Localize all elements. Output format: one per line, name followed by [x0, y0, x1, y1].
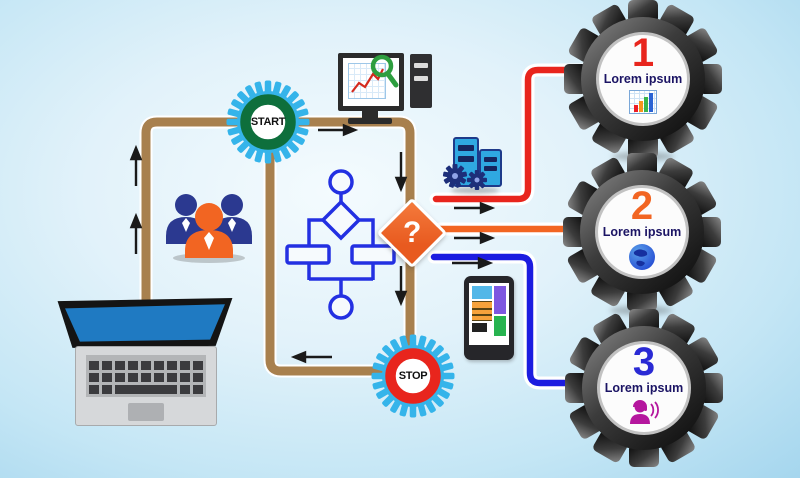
- laptop-keyboard: [86, 355, 206, 397]
- stop-label: STOP: [398, 370, 428, 382]
- start-label: START: [250, 116, 286, 128]
- step-number: 1: [631, 31, 655, 75]
- stop-badge: STOP: [370, 333, 456, 419]
- arrow-up-1: [129, 144, 143, 186]
- support-agent-icon: [630, 399, 659, 424]
- step-number: 2: [630, 184, 654, 228]
- laptop-spacebar-key: [118, 385, 174, 394]
- flowchart: [285, 169, 396, 320]
- step-label: Lorem ipsum: [603, 72, 683, 86]
- globe-icon: [629, 243, 655, 270]
- magnifier-icon: [370, 54, 399, 88]
- servers-icon: [442, 134, 507, 198]
- smartphone-icon: [464, 276, 514, 360]
- gear-icon: [563, 153, 721, 311]
- gear-icon: [564, 0, 722, 158]
- flow-arrows: [129, 123, 496, 364]
- step-label: Lorem ipsum: [602, 225, 682, 239]
- flowchart-process-right: [350, 244, 396, 265]
- people-group-icon: [166, 194, 252, 263]
- question-mark: ?: [402, 215, 422, 249]
- step-label: Lorem ipsum: [604, 381, 684, 395]
- tower-slot: [414, 76, 428, 81]
- step-number: 3: [632, 340, 656, 384]
- server-gears-icon: [442, 164, 487, 190]
- stop-gear-icon: [371, 334, 455, 418]
- arrow-right-step2: [454, 231, 496, 245]
- laptop-screen: [65, 304, 225, 342]
- arrow-up-2: [129, 212, 143, 254]
- pc-tower: [410, 54, 432, 108]
- gear-step-1: 1 Lorem ipsum: [558, 0, 728, 164]
- app-tile-black: [472, 323, 487, 332]
- app-tile-purple: [494, 286, 506, 314]
- gear-icon: [565, 309, 723, 467]
- app-tile-green: [494, 316, 506, 336]
- gear-step-3: 3 Lorem ipsum: [559, 303, 729, 473]
- flowchart-decision-node: [320, 199, 362, 241]
- brown-loop-line: [141, 117, 415, 381]
- monitor-stand: [362, 110, 378, 118]
- arrow-down-1: [394, 152, 408, 193]
- red-connector-line: [432, 66, 616, 203]
- blue-connector-line: [430, 253, 618, 387]
- flowchart-end-node: [328, 294, 354, 320]
- flowchart-start-node: [328, 169, 354, 195]
- phone-screen: [469, 283, 509, 345]
- server-tower: [479, 149, 502, 187]
- arrow-down-2: [394, 266, 408, 307]
- app-tile-orange: [472, 301, 492, 321]
- start-badge: START: [225, 79, 311, 165]
- arrow-right-top: [318, 123, 359, 137]
- monitor: [338, 53, 404, 111]
- gear-step-2: 2 Lorem ipsum: [557, 147, 727, 317]
- laptop-trackpad: [128, 403, 164, 421]
- arrow-right-step1: [454, 201, 496, 215]
- monitor-chart-icon: [348, 63, 386, 99]
- arrow-right-step3: [452, 256, 494, 270]
- tower-slot: [414, 63, 428, 68]
- start-gear-icon: [226, 80, 310, 164]
- app-tile-blue: [472, 286, 492, 299]
- bar-chart-icon: [629, 89, 657, 114]
- servers-shadow: [451, 187, 499, 194]
- flowchart-process-left: [285, 244, 331, 265]
- laptop-body: [75, 346, 217, 426]
- laptop-icon: [52, 298, 242, 432]
- monitor-base: [348, 118, 392, 124]
- desktop-computer-icon: [335, 48, 435, 134]
- arrow-left-bottom: [290, 350, 332, 364]
